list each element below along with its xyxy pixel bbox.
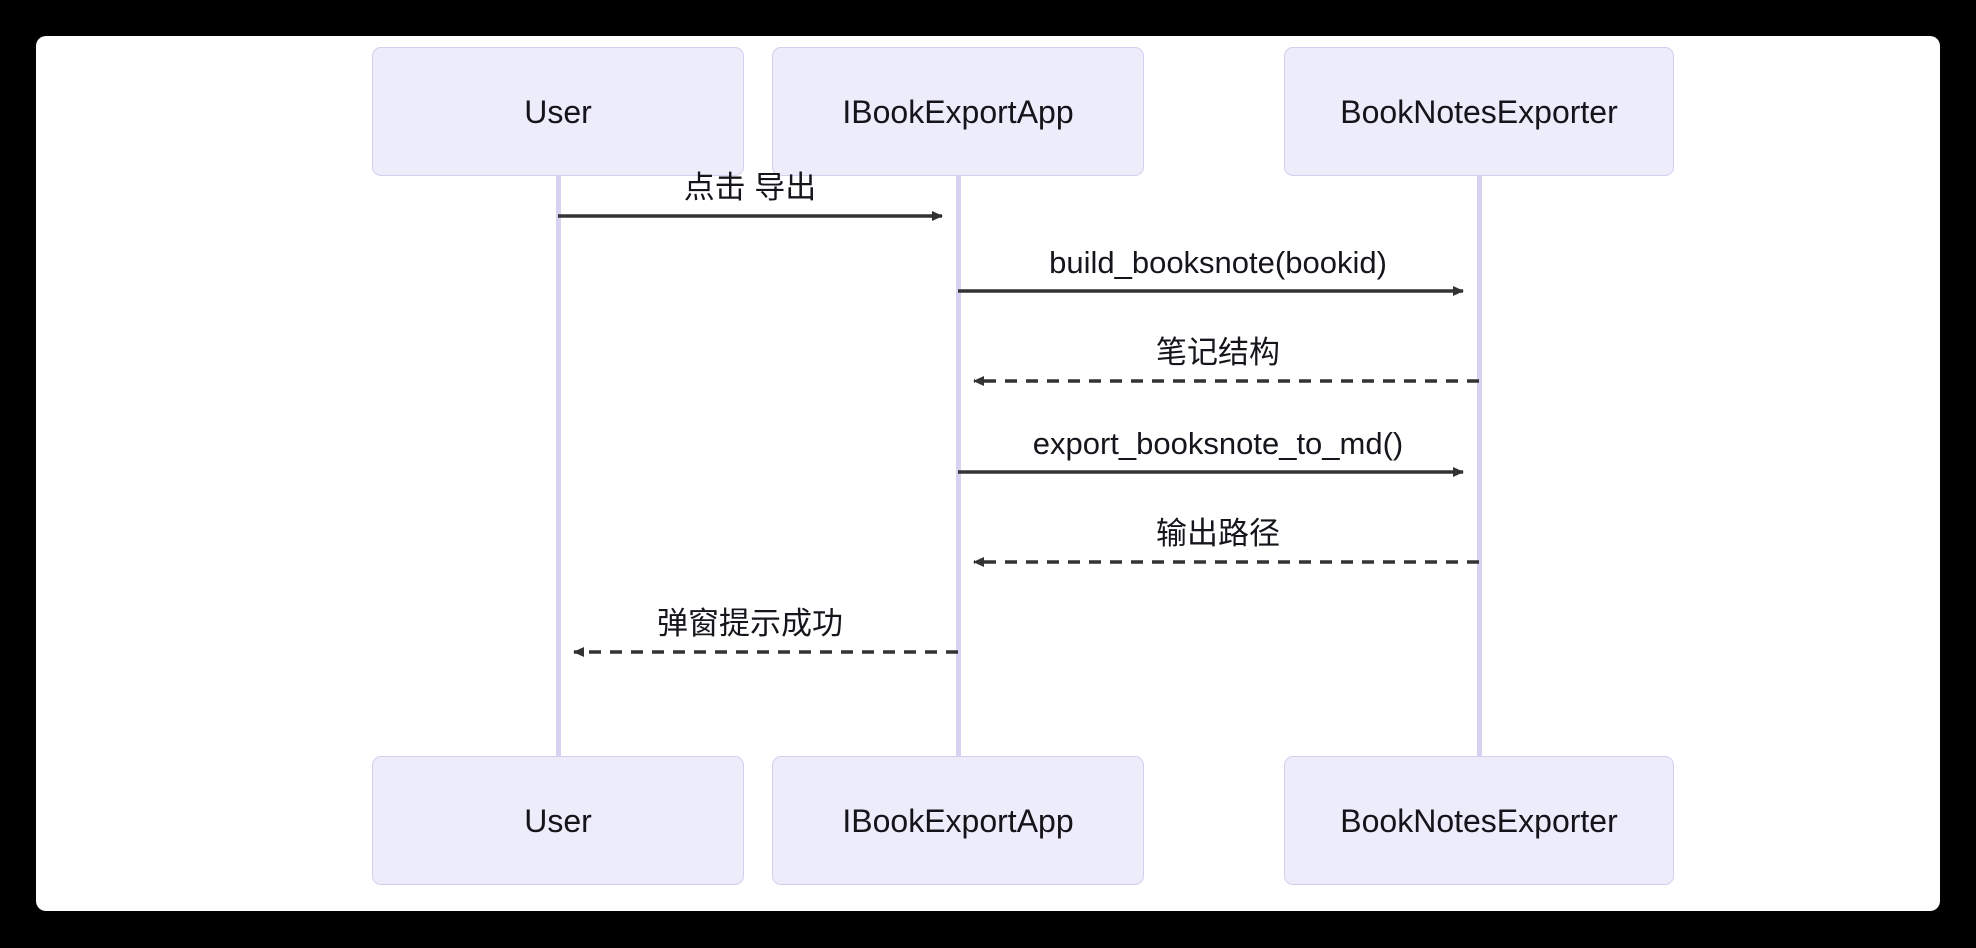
actor-label-exporter-top: BookNotesExporter: [1340, 93, 1618, 130]
actor-box-user-bottom[interactable]: User: [372, 756, 744, 885]
message-label-4: export_booksnote_to_md(): [1032, 426, 1404, 461]
sequence-diagram: User IBookExportApp BookNotesExporter Us…: [36, 36, 1940, 911]
actor-label-app-top: IBookExportApp: [842, 93, 1074, 130]
message-label-6: 弹窗提示成功: [657, 606, 843, 641]
actor-box-exporter-top[interactable]: BookNotesExporter: [1284, 47, 1674, 176]
actor-box-exporter-bottom[interactable]: BookNotesExporter: [1284, 756, 1674, 885]
actor-label-exporter-bottom: BookNotesExporter: [1340, 802, 1618, 839]
actor-label-user-top: User: [524, 93, 592, 130]
lifeline-exporter: [1476, 176, 1482, 756]
actor-box-app-bottom[interactable]: IBookExportApp: [772, 756, 1144, 885]
diagram-canvas: User IBookExportApp BookNotesExporter Us…: [36, 36, 1940, 911]
message-label-3: 笔记结构: [1156, 335, 1280, 370]
message-label-5: 输出路径: [1156, 516, 1280, 551]
message-label-1: 点击 导出: [683, 170, 817, 205]
lifeline-user: [555, 176, 561, 756]
actor-box-app-top[interactable]: IBookExportApp: [772, 47, 1144, 176]
message-label-2: build_booksnote(bookid): [1049, 245, 1387, 280]
actor-box-user-top[interactable]: User: [372, 47, 744, 176]
actor-label-user-bottom: User: [524, 802, 592, 839]
lifeline-app: [955, 176, 961, 756]
actor-label-app-bottom: IBookExportApp: [842, 802, 1074, 839]
